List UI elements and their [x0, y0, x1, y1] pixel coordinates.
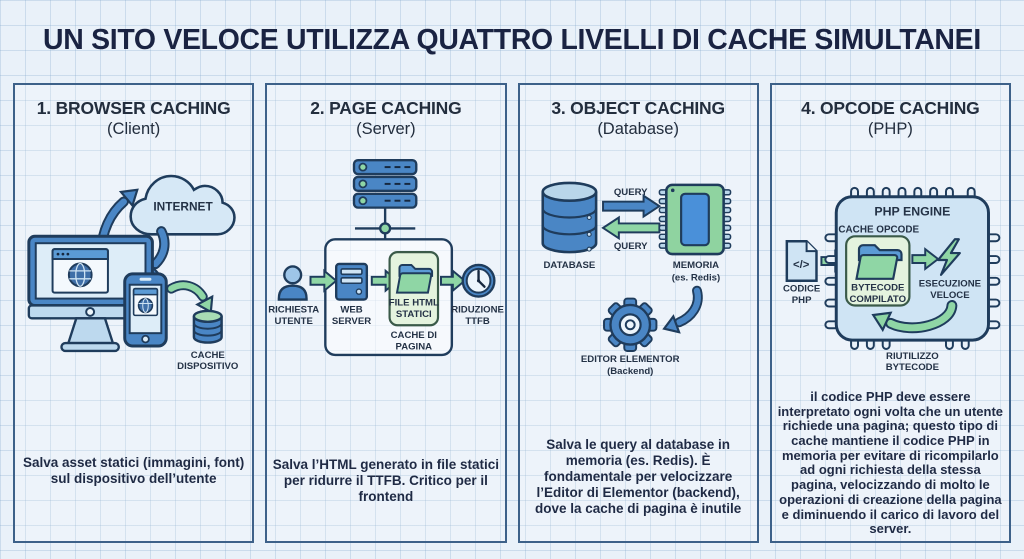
panel-object-caching: 3. OBJECT CACHING (Database) DATABASE QU… [517, 83, 759, 543]
page-cache-label-1: CACHE DI [391, 330, 438, 341]
php-engine-label: PHP ENGINE [874, 205, 950, 219]
editor-label-2: (Backend) [607, 366, 653, 377]
opcode-caching-diagram: </> CODICE PHP PHP ENGINE CACHE OPCODE [783, 186, 1001, 373]
panel-description: Salva l’HTML generato in file statici pe… [272, 457, 500, 504]
web-server-icon [335, 262, 369, 301]
page-caching-diagram: RICHIESTA UTENTE WEB SERVER [268, 158, 505, 357]
database-icon [540, 181, 597, 254]
exec-label-1: ESECUZIONE [919, 279, 982, 290]
internet-cloud-icon: INTERNET [129, 174, 236, 236]
php-code-label-2: PHP [792, 295, 812, 306]
web-server-label-1: WEB [341, 304, 363, 315]
bytecode-folder-icon [854, 244, 903, 280]
flow-arrow-3-icon [440, 268, 467, 293]
memory-label-1: MEMORIA [672, 260, 718, 271]
bytecode-label-2: COMPILATO [849, 294, 906, 305]
php-file-icon: </> [785, 239, 818, 283]
smartphone-icon [123, 272, 168, 348]
exec-label-2: VELOCE [930, 290, 970, 301]
bytecode-box: BYTECODE COMPILATO [844, 235, 911, 307]
network-node-icon [355, 207, 416, 240]
desktop-monitor-icon [27, 234, 154, 353]
browser-window-icon [51, 248, 109, 294]
panel-heading: 1. BROWSER CACHING [36, 98, 231, 118]
to-cache-arrow-icon [166, 280, 214, 314]
to-editor-arrow-icon [661, 285, 703, 334]
ttfb-label-2: TTFB [466, 316, 491, 327]
object-caching-diagram: DATABASE QUERY QUERY MEMORIA (es. [540, 181, 731, 377]
query-bottom-label: QUERY [613, 241, 647, 252]
memory-chip-icon [658, 183, 731, 256]
cache-opcode-label: CACHE OPCODE [838, 224, 919, 235]
query-top-label: QUERY [613, 187, 647, 198]
static-files-label-2: STATICI [396, 309, 432, 320]
ttfb-label-1: RIDUZIONE [451, 304, 504, 315]
cpu-chip-icon: PHP ENGINE CACHE OPCODE BYTECODE COMPILA… [824, 186, 1001, 350]
server-rack-icon [353, 158, 418, 209]
lightning-icon [936, 238, 961, 276]
panel-subheading: (PHP) [867, 120, 913, 138]
php-code-label-1: CODICE [783, 284, 821, 295]
globe-icon [67, 262, 93, 288]
panel-subheading: (Client) [107, 120, 161, 138]
bytecode-label-1: BYTECODE [851, 283, 905, 294]
editor-label-1: EDITOR ELEMENTOR [580, 354, 679, 365]
page-title: UN SITO VELOCE UTILIZZA QUATTRO LIVELLI … [43, 24, 981, 56]
reuse-label-2: BYTECODE [886, 362, 940, 373]
user-label-1: RICHIESTA [268, 304, 319, 315]
code-glyph: </> [793, 259, 810, 271]
reuse-label-1: RIUTILIZZO [886, 351, 939, 362]
panel-opcode-caching: 4. OPCODE CACHING (PHP) </> CODICE PHP [769, 83, 1011, 543]
panel-description: Salva le query al database in memoria (e… [534, 437, 742, 516]
panel-subheading: (Database) [597, 120, 679, 138]
flow-arrow-1-icon [309, 268, 338, 293]
user-label-2: UTENTE [275, 316, 314, 327]
folder-icon [396, 263, 434, 294]
gear-icon [602, 297, 657, 352]
static-files-label-1: FILE HTML [389, 297, 439, 308]
panel-description: Salva asset statici (immagini, font) sul… [22, 455, 245, 486]
user-icon [277, 265, 308, 301]
web-server-label-2: SERVER [332, 316, 371, 327]
panel-heading: 2. PAGE CACHING [310, 98, 462, 118]
device-cache-label-1: CACHE [191, 350, 226, 361]
clock-icon [461, 263, 496, 298]
device-cache-label-2: DISPOSITIVO [177, 361, 239, 372]
panel-heading: 3. OBJECT CACHING [551, 98, 725, 118]
exec-arrow-icon [911, 247, 940, 271]
query-right-arrow-icon [601, 193, 661, 219]
panel-row: 1. BROWSER CACHING (Client) INTERNET [13, 83, 1011, 543]
query-left-arrow-icon [600, 215, 660, 241]
static-files-box: FILE HTML STATICI [388, 251, 440, 327]
browser-caching-diagram: INTERNET [27, 174, 239, 372]
page-cache-label-2: PAGINA [396, 341, 433, 352]
device-cache-cylinder-icon [192, 309, 223, 344]
database-label: DATABASE [543, 260, 595, 271]
internet-label: INTERNET [153, 200, 213, 214]
panel-page-caching: 2. PAGE CACHING (Server) [265, 83, 507, 543]
panel-description: il codice PHP deve essere interpretato o… [777, 389, 1004, 537]
memory-label-2: (es. Redis) [671, 272, 719, 283]
panel-browser-caching: 1. BROWSER CACHING (Client) INTERNET [13, 83, 255, 543]
panel-subheading: (Server) [356, 120, 416, 138]
reuse-arrow-icon [871, 300, 958, 334]
panel-heading: 4. OPCODE CACHING [801, 98, 980, 118]
